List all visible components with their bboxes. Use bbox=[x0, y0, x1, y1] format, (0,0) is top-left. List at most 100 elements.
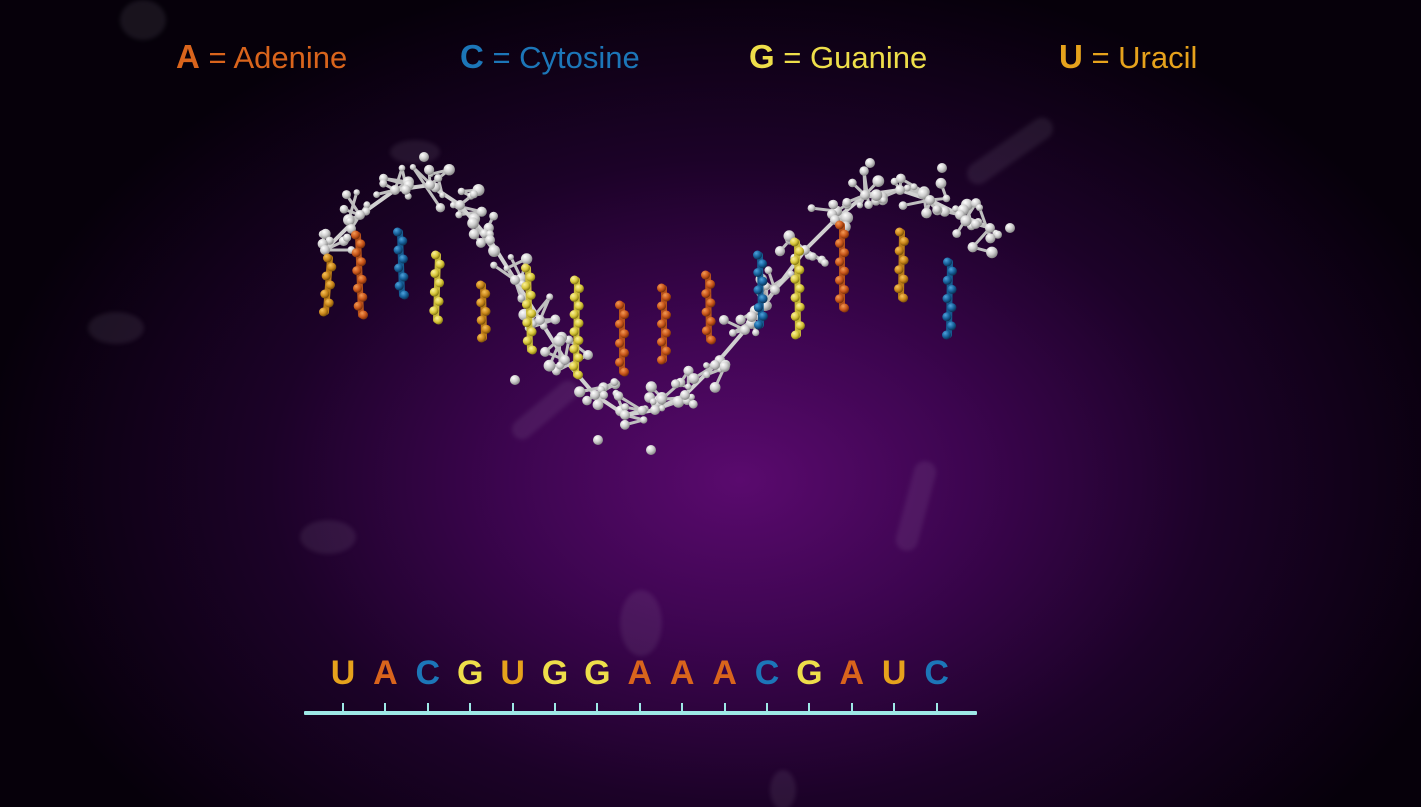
sequence-tick bbox=[596, 703, 599, 712]
base-G-7 bbox=[569, 275, 584, 380]
backbone-atom bbox=[921, 207, 932, 219]
base-atom bbox=[795, 246, 805, 256]
backbone-atom bbox=[398, 164, 406, 172]
backbone-atom bbox=[485, 235, 495, 245]
backbone-atom bbox=[993, 230, 1003, 239]
base-atom bbox=[942, 312, 952, 322]
sequence-tick bbox=[511, 703, 514, 712]
backbone-atom bbox=[475, 237, 486, 248]
base-C-11 bbox=[753, 250, 768, 330]
background-particle bbox=[390, 140, 440, 164]
sequence-base-4: G bbox=[456, 654, 484, 692]
base-atom bbox=[358, 292, 368, 302]
legend-uracil: U = Uracil bbox=[1059, 38, 1197, 76]
base-atom bbox=[790, 293, 800, 303]
base-atom bbox=[476, 298, 486, 308]
backbone-atom bbox=[683, 365, 694, 376]
backbone-atom bbox=[390, 185, 400, 195]
backbone-atom bbox=[546, 293, 554, 301]
backbone-atom bbox=[517, 294, 525, 302]
base-atom bbox=[840, 248, 849, 258]
legend-cytosine: C = Cytosine bbox=[460, 38, 640, 76]
base-atom bbox=[620, 310, 629, 320]
base-atom bbox=[620, 329, 629, 339]
backbone-atom bbox=[672, 395, 685, 408]
backbone-atom bbox=[343, 233, 352, 242]
backbone-atom bbox=[898, 201, 908, 210]
legend-adenine-label: = Adenine bbox=[199, 40, 348, 75]
base-atom bbox=[840, 266, 849, 276]
base-atom bbox=[758, 259, 768, 269]
base-atom bbox=[701, 326, 711, 336]
base-atom bbox=[790, 274, 800, 284]
base-atom bbox=[431, 250, 440, 260]
sequence-base-10: A bbox=[712, 654, 737, 692]
legend-cytosine-letter: C bbox=[460, 38, 484, 75]
backbone-atom bbox=[685, 383, 692, 390]
backbone-atom bbox=[770, 285, 780, 295]
backbone-atom bbox=[842, 197, 852, 207]
base-A-8 bbox=[615, 300, 629, 377]
base-atom bbox=[706, 279, 716, 289]
base-atom bbox=[758, 294, 768, 304]
base-atom bbox=[840, 303, 849, 313]
base-A-13 bbox=[835, 220, 849, 313]
backbone-atom bbox=[355, 210, 365, 220]
backbone-atom bbox=[649, 398, 657, 406]
base-atom bbox=[899, 274, 909, 284]
base-atom bbox=[326, 280, 335, 290]
backbone-atom bbox=[379, 179, 388, 188]
backbone-atom bbox=[590, 390, 600, 400]
backbone-atom bbox=[455, 211, 463, 219]
base-atom bbox=[476, 315, 486, 325]
base-atom bbox=[324, 298, 334, 308]
backbone-atom bbox=[510, 375, 520, 385]
backbone-atom bbox=[450, 201, 457, 209]
backbone-atom bbox=[610, 378, 619, 387]
sequence-base-1: U bbox=[330, 654, 356, 692]
backbone-atom bbox=[656, 394, 667, 405]
base-atom bbox=[615, 319, 624, 329]
base-atom bbox=[569, 292, 579, 302]
base-atom bbox=[429, 306, 439, 316]
base-atom bbox=[321, 271, 331, 281]
base-atom bbox=[400, 290, 409, 300]
backbone-atom bbox=[400, 184, 411, 195]
backbone-atom bbox=[599, 390, 609, 400]
base-U-14 bbox=[894, 227, 909, 303]
base-atom bbox=[398, 236, 408, 246]
base-atom bbox=[394, 263, 404, 273]
backbone-atom bbox=[621, 403, 630, 412]
background-particle bbox=[88, 312, 144, 344]
base-atom bbox=[947, 266, 957, 276]
backbone-atom bbox=[895, 185, 905, 195]
backbone-atom bbox=[688, 399, 698, 409]
backbone-atom bbox=[620, 419, 630, 430]
backbone-atom bbox=[637, 405, 648, 416]
sequence-tick bbox=[723, 703, 726, 712]
base-atom bbox=[356, 239, 366, 249]
backbone-atom bbox=[488, 245, 501, 257]
base-atom bbox=[435, 278, 445, 288]
backbone-atom bbox=[932, 205, 942, 214]
base-atom bbox=[476, 280, 485, 290]
base-atom bbox=[943, 257, 952, 267]
base-atom bbox=[399, 272, 409, 282]
base-atom bbox=[894, 284, 904, 294]
base-atom bbox=[657, 319, 666, 329]
base-atom bbox=[357, 274, 367, 284]
backbone-atom bbox=[703, 371, 711, 379]
backbone-atom bbox=[476, 206, 487, 217]
sequence-tick bbox=[426, 703, 429, 712]
backbone-atom bbox=[935, 177, 947, 189]
backbone-atom bbox=[593, 435, 603, 445]
backbone-atom bbox=[345, 217, 354, 226]
backbone-atom bbox=[872, 175, 885, 188]
base-atom bbox=[351, 248, 361, 258]
base-atom bbox=[835, 220, 844, 230]
base-atom bbox=[481, 324, 491, 334]
backbone-bonds bbox=[321, 165, 1000, 427]
backbone-atom bbox=[650, 405, 660, 415]
base-atom bbox=[615, 357, 624, 367]
backbone-atom bbox=[903, 184, 911, 192]
